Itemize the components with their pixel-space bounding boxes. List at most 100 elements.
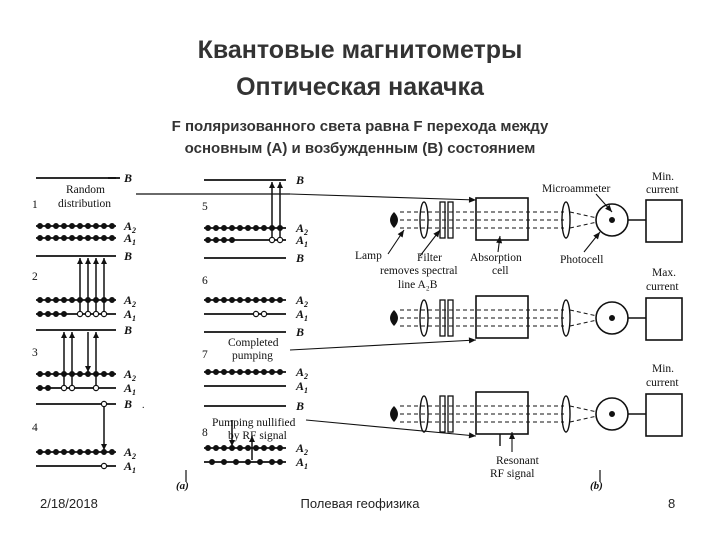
atom-dot bbox=[229, 445, 236, 452]
atom-dot bbox=[36, 385, 43, 392]
pointer-head bbox=[496, 236, 503, 244]
footer-title: Полевая геофизика bbox=[300, 496, 420, 511]
atom-dot bbox=[277, 369, 284, 376]
atom-dot bbox=[44, 223, 51, 230]
atom-dot bbox=[205, 225, 212, 232]
atom-dot bbox=[277, 459, 284, 466]
arrow-head bbox=[269, 182, 275, 188]
lamp-icon bbox=[390, 212, 398, 228]
atom-dot bbox=[205, 237, 212, 244]
min-current-label-2: current bbox=[646, 184, 679, 196]
atom-dot bbox=[221, 369, 228, 376]
atom-dot bbox=[44, 297, 51, 304]
atom-dot bbox=[84, 371, 91, 378]
atom-dot bbox=[108, 371, 115, 378]
level-B-label: B bbox=[123, 249, 132, 263]
level-B-label: B bbox=[123, 397, 132, 411]
atom-dot bbox=[76, 223, 83, 230]
level-A1-label: A1 bbox=[295, 307, 308, 323]
atom-dot bbox=[209, 459, 216, 466]
atom-dot bbox=[253, 369, 260, 376]
atom-dot bbox=[245, 459, 252, 466]
step-number: 1 bbox=[32, 199, 38, 211]
atom-dot bbox=[36, 223, 43, 230]
step-number: 2 bbox=[32, 271, 38, 283]
filter-label: Filter bbox=[417, 252, 442, 264]
atom-dot bbox=[229, 225, 236, 232]
atom-dot bbox=[221, 297, 228, 304]
absorption-cell bbox=[475, 391, 529, 435]
arrow-head bbox=[277, 182, 283, 188]
atom-dot bbox=[84, 235, 91, 242]
atom-dot bbox=[253, 445, 260, 452]
depleted-atom bbox=[100, 462, 108, 470]
pumping-nullified-label: Pumping nullified bbox=[212, 417, 296, 429]
photocell-label: Photocell bbox=[560, 254, 603, 266]
min-current-label: Min. bbox=[652, 171, 674, 183]
atom-dot bbox=[237, 369, 244, 376]
atom-dot bbox=[221, 445, 228, 452]
pointer-head bbox=[468, 196, 476, 203]
atom-dot bbox=[213, 369, 220, 376]
pointer-line bbox=[305, 419, 477, 437]
pointer-head bbox=[397, 230, 404, 238]
level-A1-label: A1 bbox=[123, 307, 136, 323]
step-number: 5 bbox=[202, 201, 208, 213]
absorption-cell bbox=[475, 197, 529, 241]
step-number: 7 bbox=[202, 349, 208, 361]
atom-dot bbox=[68, 449, 75, 456]
atom-dot bbox=[213, 225, 220, 232]
step-number: 4 bbox=[32, 422, 38, 434]
pumping-nullified-label-2: by RF signal bbox=[228, 430, 287, 442]
atom-dot bbox=[205, 445, 212, 452]
atom-dot bbox=[92, 449, 99, 456]
level-A1-label: A1 bbox=[123, 459, 136, 475]
lens-icon bbox=[561, 201, 571, 239]
atom-dot bbox=[213, 237, 220, 244]
absorption-cell-label-2: cell bbox=[492, 265, 509, 277]
max-current-label: Max. bbox=[652, 267, 676, 279]
lamp-icon bbox=[390, 310, 398, 326]
atom-dot bbox=[269, 459, 276, 466]
atom-dot bbox=[60, 297, 67, 304]
atom-dot bbox=[245, 225, 252, 232]
atom-dot bbox=[245, 369, 252, 376]
atom-dot bbox=[92, 235, 99, 242]
atom-dot bbox=[36, 371, 43, 378]
atom-dot bbox=[253, 225, 260, 232]
atom-dot bbox=[68, 235, 75, 242]
atom-dot bbox=[76, 235, 83, 242]
atom-dot bbox=[108, 449, 115, 456]
filter-label-3: line A₂B bbox=[398, 279, 438, 291]
step-number: 8 bbox=[202, 427, 208, 439]
atom-dot bbox=[52, 449, 59, 456]
absorption-cell-label: Absorption bbox=[470, 252, 522, 264]
atom-dot bbox=[60, 449, 67, 456]
arrow-head bbox=[85, 366, 91, 372]
random-distribution-label: Random bbox=[66, 184, 105, 196]
pointer-head bbox=[605, 204, 612, 212]
level-B-label: B bbox=[295, 325, 304, 339]
atom-dot bbox=[44, 311, 51, 318]
depleted-atom bbox=[260, 310, 268, 318]
photocell-center bbox=[608, 411, 615, 418]
atom-dot bbox=[229, 297, 236, 304]
atom-dot bbox=[36, 235, 43, 242]
atom-dot bbox=[108, 235, 115, 242]
arrow-head bbox=[229, 440, 235, 446]
footer-date: 2/18/2018 bbox=[40, 496, 98, 511]
atom-dot bbox=[68, 223, 75, 230]
atom-dot bbox=[52, 311, 59, 318]
level-A1-label: A1 bbox=[295, 455, 308, 471]
atom-dot bbox=[277, 445, 284, 452]
atom-dot bbox=[229, 369, 236, 376]
slide-title: Квантовые магнитометры bbox=[197, 36, 523, 64]
depleted-atom bbox=[92, 384, 100, 392]
random-distribution-label-2: distribution bbox=[58, 198, 111, 210]
slide-subtitle-line-2: основным (А) и возбужденным (В) состояни… bbox=[184, 140, 536, 157]
atom-dot bbox=[52, 297, 59, 304]
atom-dot bbox=[229, 237, 236, 244]
atom-dot bbox=[205, 297, 212, 304]
